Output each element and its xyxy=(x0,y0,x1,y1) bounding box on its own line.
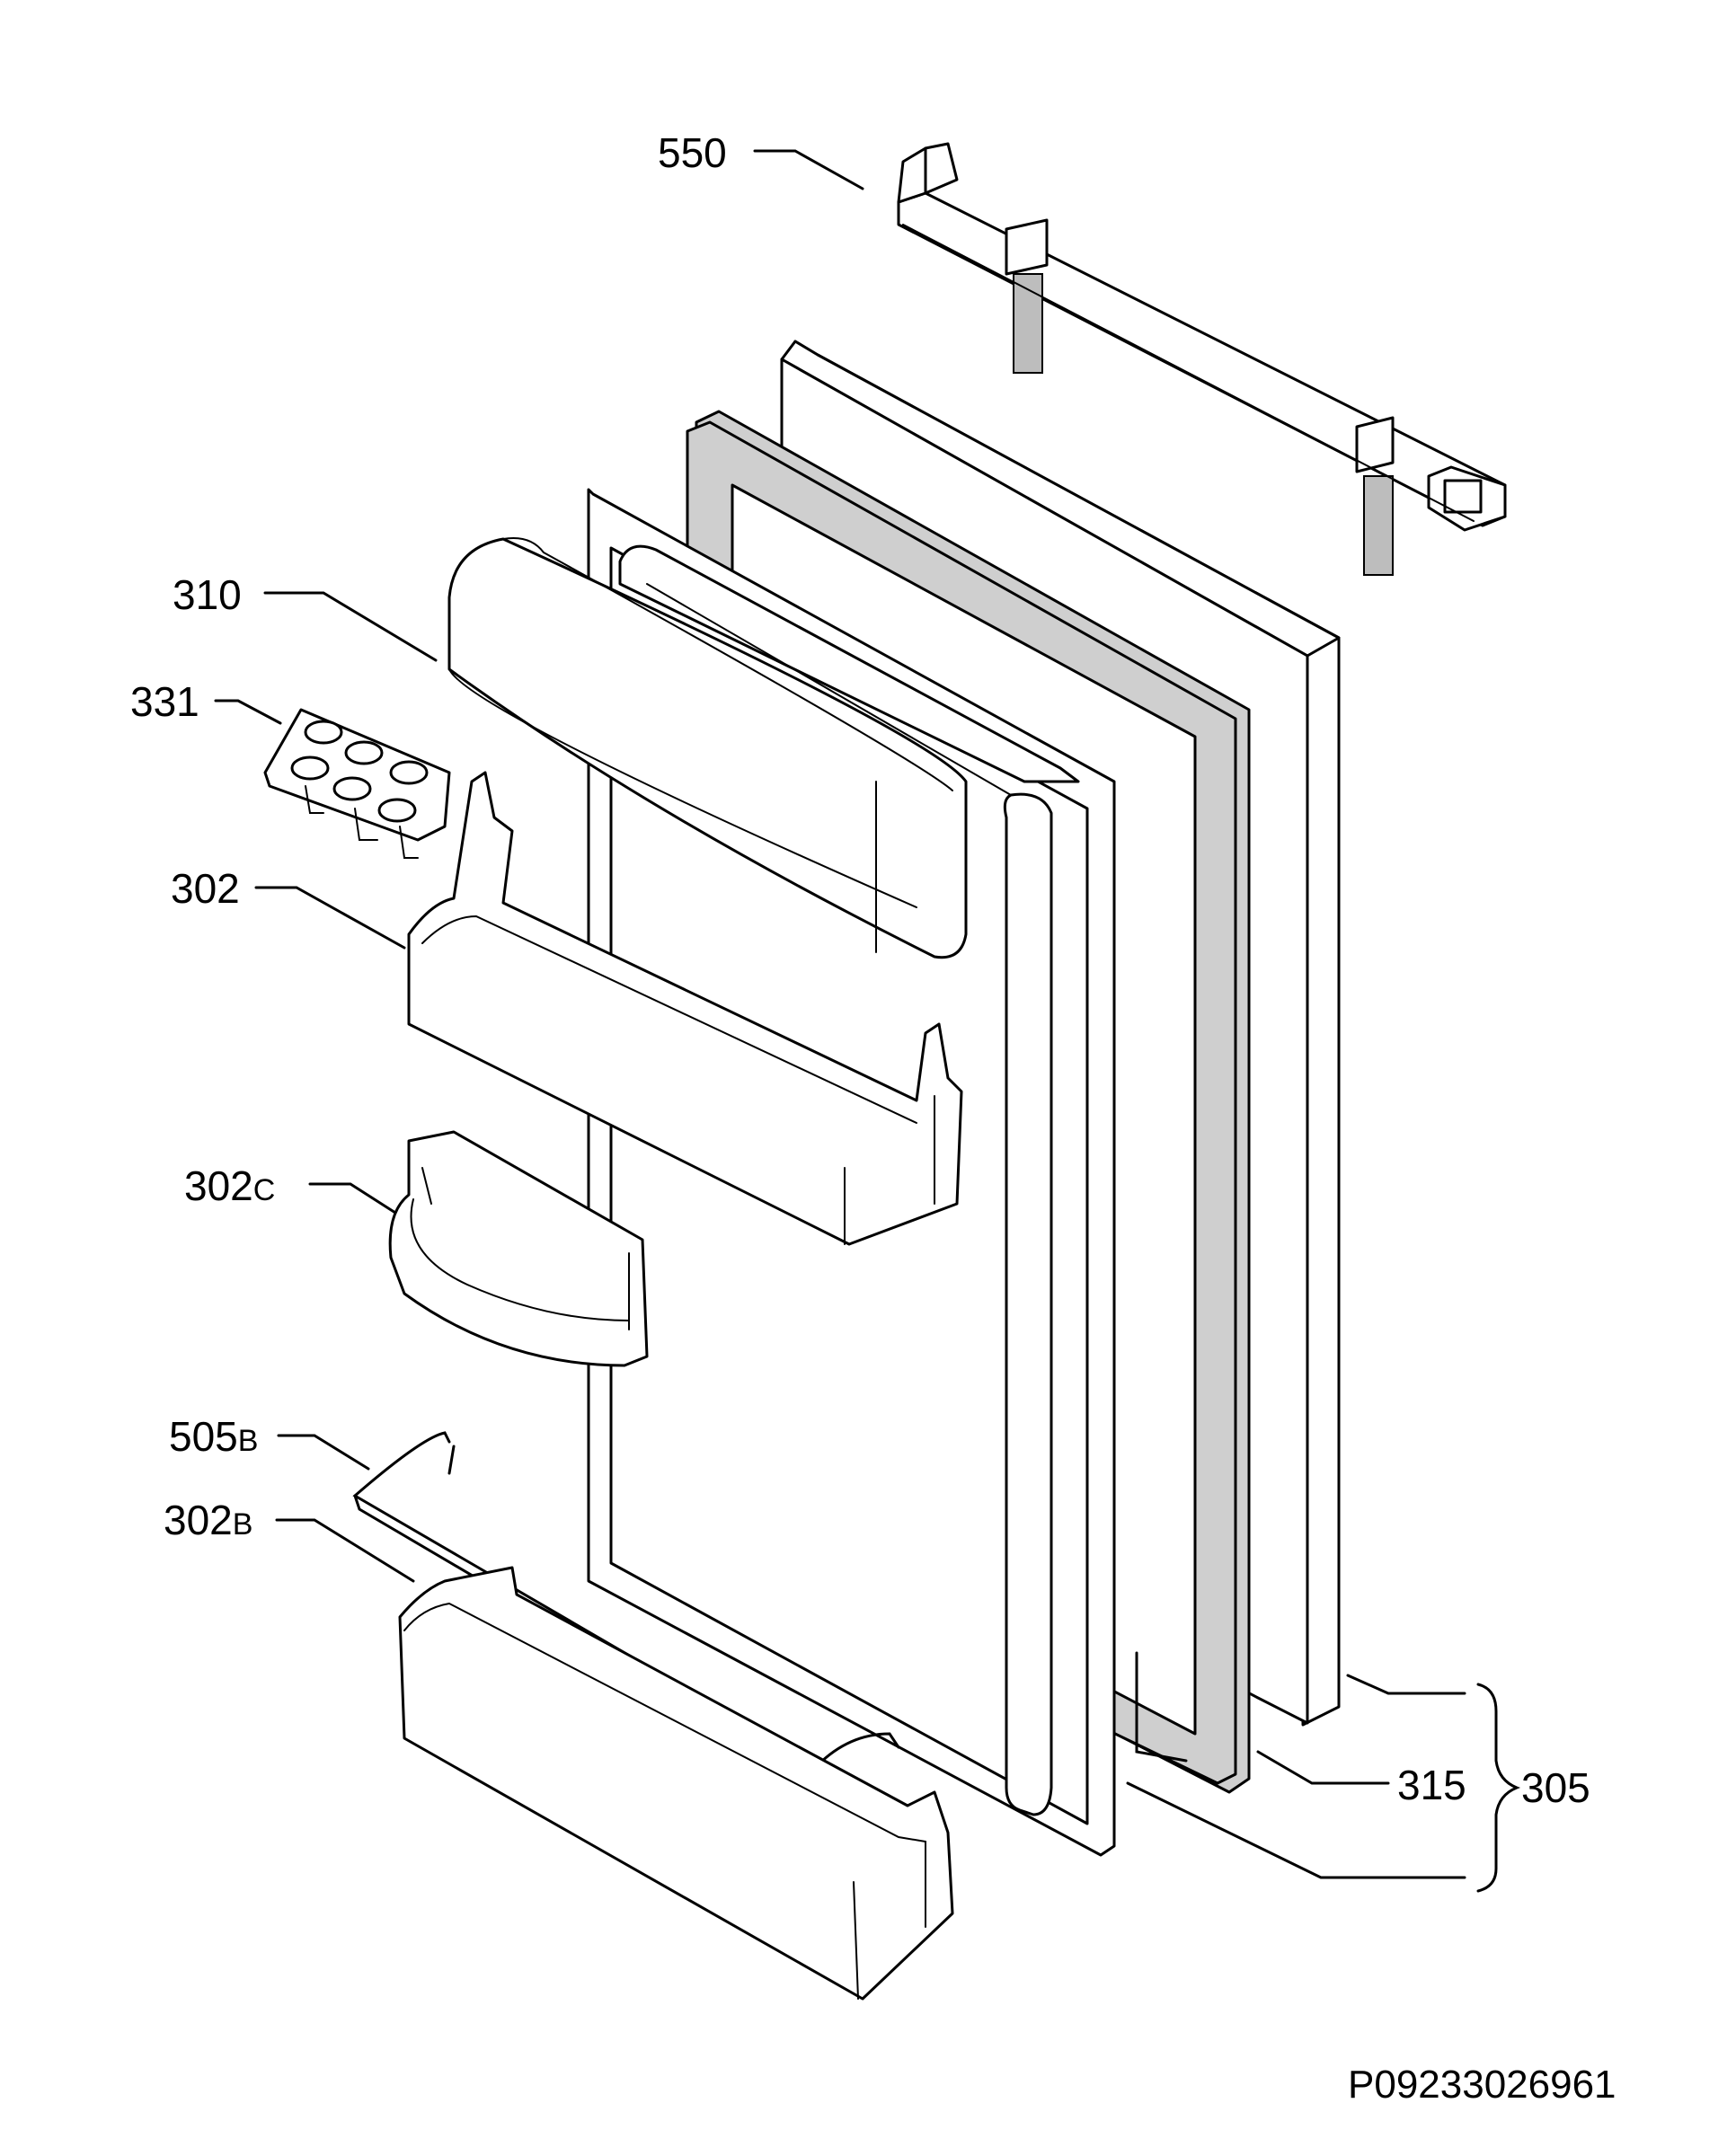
leader-liner xyxy=(1126,1781,1466,1879)
label-310: 310 xyxy=(173,571,242,618)
leader-302c xyxy=(308,1182,397,1215)
brace-305 xyxy=(1476,1683,1521,1893)
label-550: 550 xyxy=(658,129,727,176)
part-labels: 550 310 331 302 302C 505B 302B 315 305 P… xyxy=(130,129,1616,2107)
leader-302 xyxy=(254,886,406,950)
door-shelf xyxy=(407,771,963,1246)
leader-331 xyxy=(214,699,282,725)
label-315: 315 xyxy=(1397,1762,1466,1808)
label-305: 305 xyxy=(1521,1764,1590,1811)
leader-302b xyxy=(275,1518,415,1583)
leader-550 xyxy=(753,149,864,190)
handle-bar xyxy=(897,142,1507,576)
handle-screw-left xyxy=(1013,273,1043,374)
leader-505b xyxy=(277,1434,370,1471)
butter-compartment-lid xyxy=(447,537,968,959)
label-302b: 302B xyxy=(164,1497,252,1543)
handle-screw-right xyxy=(1363,475,1394,576)
bottle-shelf xyxy=(398,1566,954,2001)
small-door-shelf xyxy=(388,1130,649,1367)
drawing-code: P09233026961 xyxy=(1348,2063,1616,2107)
label-302c: 302C xyxy=(184,1162,275,1209)
label-505b: 505B xyxy=(169,1413,258,1460)
label-331: 331 xyxy=(130,678,199,725)
egg-tray xyxy=(263,708,451,859)
leader-310 xyxy=(263,591,438,662)
leader-panel xyxy=(1346,1674,1466,1695)
label-302: 302 xyxy=(171,865,240,912)
leader-lines xyxy=(214,149,1521,1893)
leader-315 xyxy=(1256,1750,1390,1785)
